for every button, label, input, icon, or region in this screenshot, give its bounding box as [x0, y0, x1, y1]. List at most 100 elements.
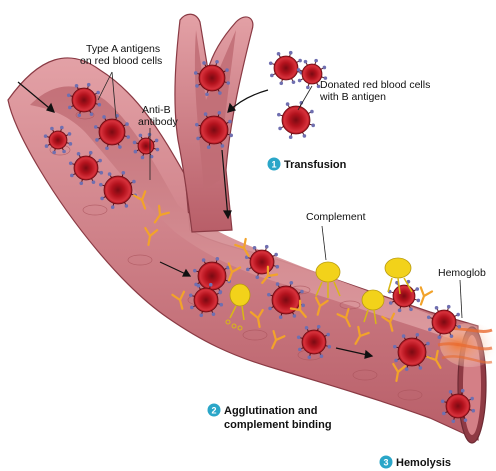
antigen: [52, 151, 56, 155]
antigen: [393, 345, 397, 349]
antigen: [70, 174, 74, 178]
antigen: [111, 205, 115, 209]
antigen: [156, 148, 160, 152]
antigen: [255, 275, 259, 279]
antigen: [441, 399, 445, 403]
antigen: [311, 124, 315, 128]
antigen: [279, 81, 283, 85]
step-title-2: complement binding: [224, 419, 332, 431]
antigen: [99, 171, 103, 175]
label-complement: Complement: [306, 211, 366, 223]
antigen: [218, 91, 222, 95]
antigen: [216, 257, 220, 261]
antigen: [95, 138, 99, 142]
antigen: [268, 307, 272, 311]
antigen: [279, 315, 283, 319]
antigen: [327, 345, 331, 349]
antigen: [67, 93, 71, 97]
antigen: [45, 144, 49, 148]
antigen: [212, 312, 216, 316]
antigen: [69, 142, 73, 146]
antigen: [68, 132, 72, 136]
antigen: [202, 258, 206, 262]
antigen: [323, 66, 327, 70]
antigen: [292, 80, 296, 84]
antigen: [317, 325, 321, 329]
antigen: [320, 354, 324, 358]
antigen: [122, 171, 126, 175]
antigen: [289, 135, 293, 139]
antigen: [195, 123, 199, 127]
antigen: [155, 139, 159, 143]
antigen: [202, 61, 206, 65]
antigen: [134, 150, 138, 154]
antigen: [225, 68, 229, 72]
antigen: [92, 180, 96, 184]
antigen: [100, 197, 104, 201]
step-title: Hemolysis: [396, 457, 451, 469]
antigen: [305, 326, 309, 330]
antigen: [405, 367, 409, 371]
antigen: [196, 137, 200, 141]
antigen: [96, 91, 100, 95]
antigen: [451, 419, 455, 423]
antigen: [215, 60, 219, 64]
antigen: [68, 106, 72, 110]
antigen: [148, 133, 152, 137]
antigen: [189, 293, 193, 297]
antigen: [199, 313, 203, 317]
antigen: [207, 145, 211, 149]
antigen: [289, 51, 293, 55]
label-anti-b-antibody: Anti-B: [142, 104, 171, 116]
step-3: 3 Hemolysis: [380, 456, 452, 470]
antigen: [60, 126, 64, 130]
label-type-a-antigens-2: on red blood cells: [80, 55, 162, 67]
antigen: [125, 204, 129, 208]
antigen: [89, 151, 93, 155]
label-donated-cells: Donated red blood cells: [320, 79, 430, 91]
step-number: 3: [384, 458, 389, 468]
antigen: [437, 335, 441, 339]
antigen: [98, 159, 102, 163]
step-number: 1: [272, 160, 277, 170]
antigen: [99, 183, 103, 187]
antigen: [205, 92, 209, 96]
antigen: [267, 293, 271, 297]
antigen: [193, 269, 197, 273]
antigen: [132, 180, 136, 184]
antigen: [105, 146, 109, 150]
antigen: [298, 348, 302, 352]
antigen: [426, 342, 430, 346]
red-blood-cell: [277, 101, 315, 139]
antigen: [276, 282, 280, 286]
antigen: [307, 355, 311, 359]
step-number: 2: [212, 406, 217, 416]
antigen: [226, 81, 230, 85]
antigen: [456, 313, 460, 317]
antigen: [44, 134, 48, 138]
antigen: [141, 156, 145, 160]
antigen: [428, 328, 432, 332]
antigen: [447, 305, 451, 309]
antigen: [314, 59, 318, 63]
antigen: [79, 181, 83, 185]
antigen: [102, 115, 106, 119]
antigen: [139, 134, 143, 138]
antigen: [190, 306, 194, 310]
antigen: [310, 110, 314, 114]
antigen: [389, 301, 393, 305]
step-2: 2 Agglutination and complement binding: [208, 404, 332, 432]
antigen: [94, 125, 98, 129]
antigen: [416, 333, 420, 337]
antigen: [394, 359, 398, 363]
antigen: [69, 161, 73, 165]
antigen: [278, 127, 282, 131]
antigen: [90, 112, 94, 116]
antigen: [209, 283, 213, 287]
antigen: [415, 287, 419, 291]
antigen: [270, 74, 274, 78]
antigen: [417, 299, 421, 303]
antigen: [470, 397, 474, 401]
antigen: [398, 309, 402, 313]
